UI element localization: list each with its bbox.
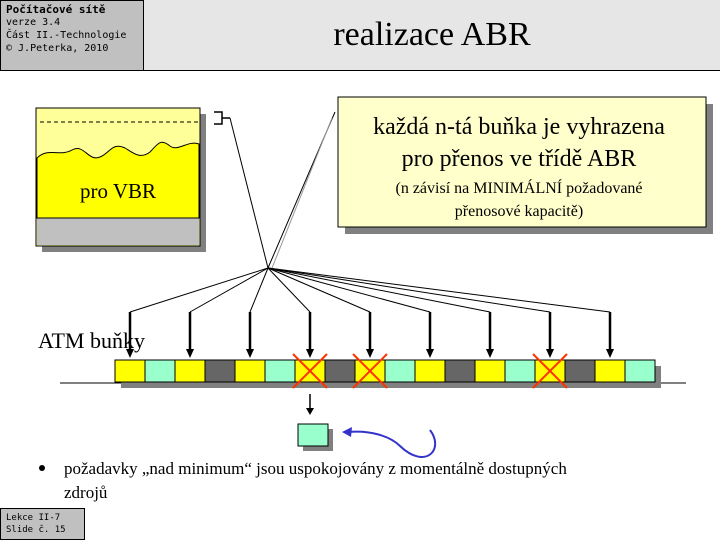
callout-box: každá n-tá buňka je vyhrazena pro přenos… xyxy=(337,96,713,234)
bullet-line-1: požadavky „nad minimum“ jsou uspokojován… xyxy=(64,459,567,478)
fan-line xyxy=(267,267,371,313)
course-name: Počítačové sítě xyxy=(6,3,106,16)
atm-cell xyxy=(474,359,506,383)
atm-cell xyxy=(324,359,356,383)
slide-number: Slide č. 15 xyxy=(6,525,66,535)
vbr-box: pro VBR xyxy=(35,107,206,252)
cross-stroke xyxy=(292,353,328,389)
vbr-label: pro VBR xyxy=(80,179,156,203)
cross-stroke xyxy=(532,353,568,389)
atm-cell xyxy=(624,359,656,383)
atm-cell xyxy=(264,359,296,383)
atm-cell xyxy=(204,359,236,383)
footer-box: Lekce II-7 Slide č. 15 xyxy=(0,508,85,540)
callout-frame xyxy=(337,96,707,228)
down-arrow-icon xyxy=(306,408,314,415)
fan-lines xyxy=(129,267,611,313)
copyright-text: © J.Peterka, 2010 xyxy=(6,43,109,54)
pointer-line-brace xyxy=(229,117,269,269)
version-text: verze 3.4 xyxy=(6,17,61,28)
callout-line-4: přenosové kapacitě) xyxy=(455,203,583,220)
callout-line-2: pro přenos ve třídě ABR xyxy=(402,146,637,172)
blue-arrow-head-icon xyxy=(342,427,352,437)
cell-arrow-head-icon xyxy=(486,349,494,358)
bullet-dot-icon xyxy=(39,465,45,471)
vbr-box-bottom xyxy=(37,218,199,245)
cell-crosses xyxy=(292,353,568,389)
fan-line xyxy=(267,267,431,313)
atm-cell xyxy=(444,359,476,383)
atm-cells xyxy=(114,359,661,388)
fan-line xyxy=(249,267,269,313)
atm-cell xyxy=(384,359,416,383)
atm-cell xyxy=(504,359,536,383)
atm-cell xyxy=(114,359,146,383)
atm-cell xyxy=(414,359,446,383)
fan-line xyxy=(267,267,311,313)
extra-cell xyxy=(297,423,329,447)
atm-cell xyxy=(594,359,626,383)
lesson-text: Lekce II-7 xyxy=(6,513,61,523)
cell-arrow-head-icon xyxy=(126,349,134,358)
blue-curve-arrow xyxy=(347,429,437,458)
part-text: Část II.-Technologie xyxy=(6,30,127,41)
brace-icon xyxy=(214,111,230,125)
cell-arrow-head-icon xyxy=(606,349,614,358)
callout-line-1: každá n-tá buňka je vyhrazena xyxy=(373,114,665,140)
cross-stroke xyxy=(352,353,388,389)
title-bar: realizace ABR xyxy=(144,0,720,71)
pointer-line-callout-shadow xyxy=(271,117,333,269)
cell-arrows xyxy=(126,312,614,358)
atm-cell xyxy=(564,359,596,383)
atm-cell xyxy=(234,359,266,383)
atm-label: ATM buňky xyxy=(38,328,145,353)
fan-line xyxy=(267,267,491,313)
course-info-box: Počítačové sítě verze 3.4 Část II.-Techn… xyxy=(0,0,144,71)
cell-arrow-head-icon xyxy=(306,349,314,358)
atm-cell xyxy=(144,359,176,383)
cell-arrow-head-icon xyxy=(426,349,434,358)
cell-arrow-head-icon xyxy=(186,349,194,358)
slide-title: realizace ABR xyxy=(333,16,531,53)
atm-cell xyxy=(174,359,206,383)
bullet-line-2: zdrojů xyxy=(64,483,108,502)
cell-arrow-head-icon xyxy=(366,349,374,358)
callout-line-3: (n závisí na MINIMÁLNÍ požadované xyxy=(395,178,642,197)
fan-line xyxy=(129,267,269,313)
fan-line xyxy=(189,267,269,313)
fan-line xyxy=(267,267,551,313)
cell-arrow-head-icon xyxy=(546,349,554,358)
vbr-fill-wave xyxy=(36,141,200,219)
fan-line xyxy=(267,267,611,313)
cell-arrow-head-icon xyxy=(246,349,254,358)
